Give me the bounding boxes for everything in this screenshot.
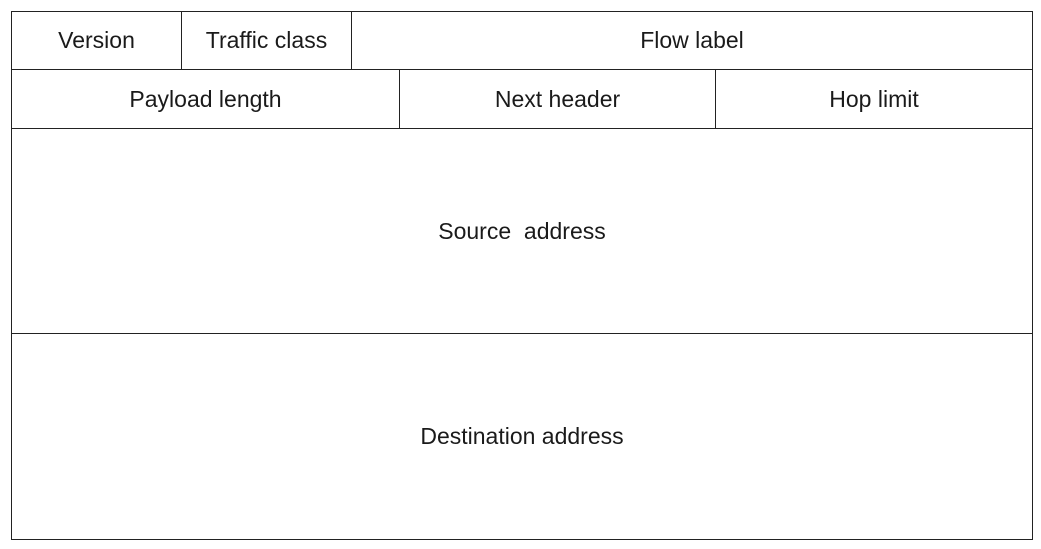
ipv6-header-diagram: Version Traffic class Flow label Payload… (11, 11, 1033, 540)
field-source-address: Source address (438, 217, 606, 244)
header-row-1: Version Traffic class Flow label (12, 12, 1032, 70)
header-row-destination: Destination address (12, 334, 1032, 538)
header-row-2: Payload length Next header Hop limit (12, 70, 1032, 129)
field-payload-length: Payload length (12, 70, 400, 128)
field-hop-limit: Hop limit (829, 85, 919, 112)
field-destination-address: Destination address (420, 422, 624, 449)
field-version: Version (12, 12, 182, 69)
field-next-header: Next header (400, 70, 716, 128)
field-traffic-class: Traffic class (182, 12, 352, 69)
header-row-source: Source address (12, 129, 1032, 334)
field-flow-label: Flow label (640, 27, 744, 53)
